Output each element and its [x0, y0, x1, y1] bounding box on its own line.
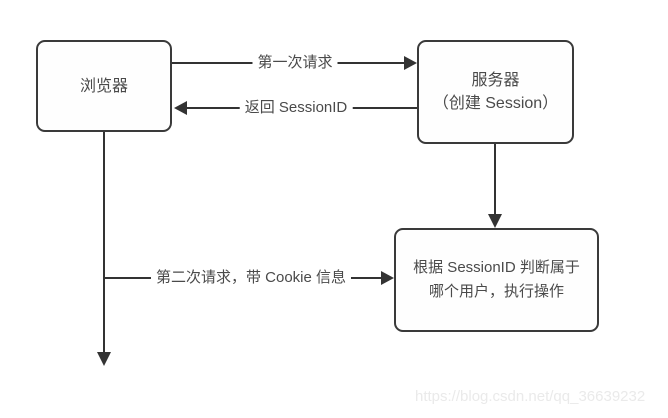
first-request-label: 第一次请求 — [252, 53, 338, 73]
second-request-arrowhead-icon — [381, 271, 394, 285]
browser-down-arrowhead-icon — [97, 352, 111, 366]
return-sessionid-label: 返回 SessionID — [239, 98, 353, 118]
server-node: 服务器 （创建 Session） — [417, 40, 574, 144]
server-node-label-line2: （创建 Session） — [432, 95, 559, 112]
server-node-label-line1: 服务器 — [471, 72, 520, 89]
return-sessionid-arrowhead-icon — [174, 101, 187, 115]
server-to-action-line — [494, 144, 496, 215]
first-request-arrowhead-icon — [404, 56, 417, 70]
browser-down-line — [103, 132, 105, 353]
action-node-label: 根据 SessionID 判断属于哪个用户，执行操作 — [413, 259, 580, 300]
watermark: https://blog.csdn.net/qq_36639232 — [415, 388, 646, 405]
browser-node: 浏览器 — [36, 40, 172, 132]
action-node: 根据 SessionID 判断属于哪个用户，执行操作 — [394, 228, 599, 332]
server-to-action-arrowhead-icon — [488, 214, 502, 228]
browser-node-label: 浏览器 — [79, 77, 128, 95]
second-request-label: 第二次请求，带 Cookie 信息 — [150, 268, 352, 288]
